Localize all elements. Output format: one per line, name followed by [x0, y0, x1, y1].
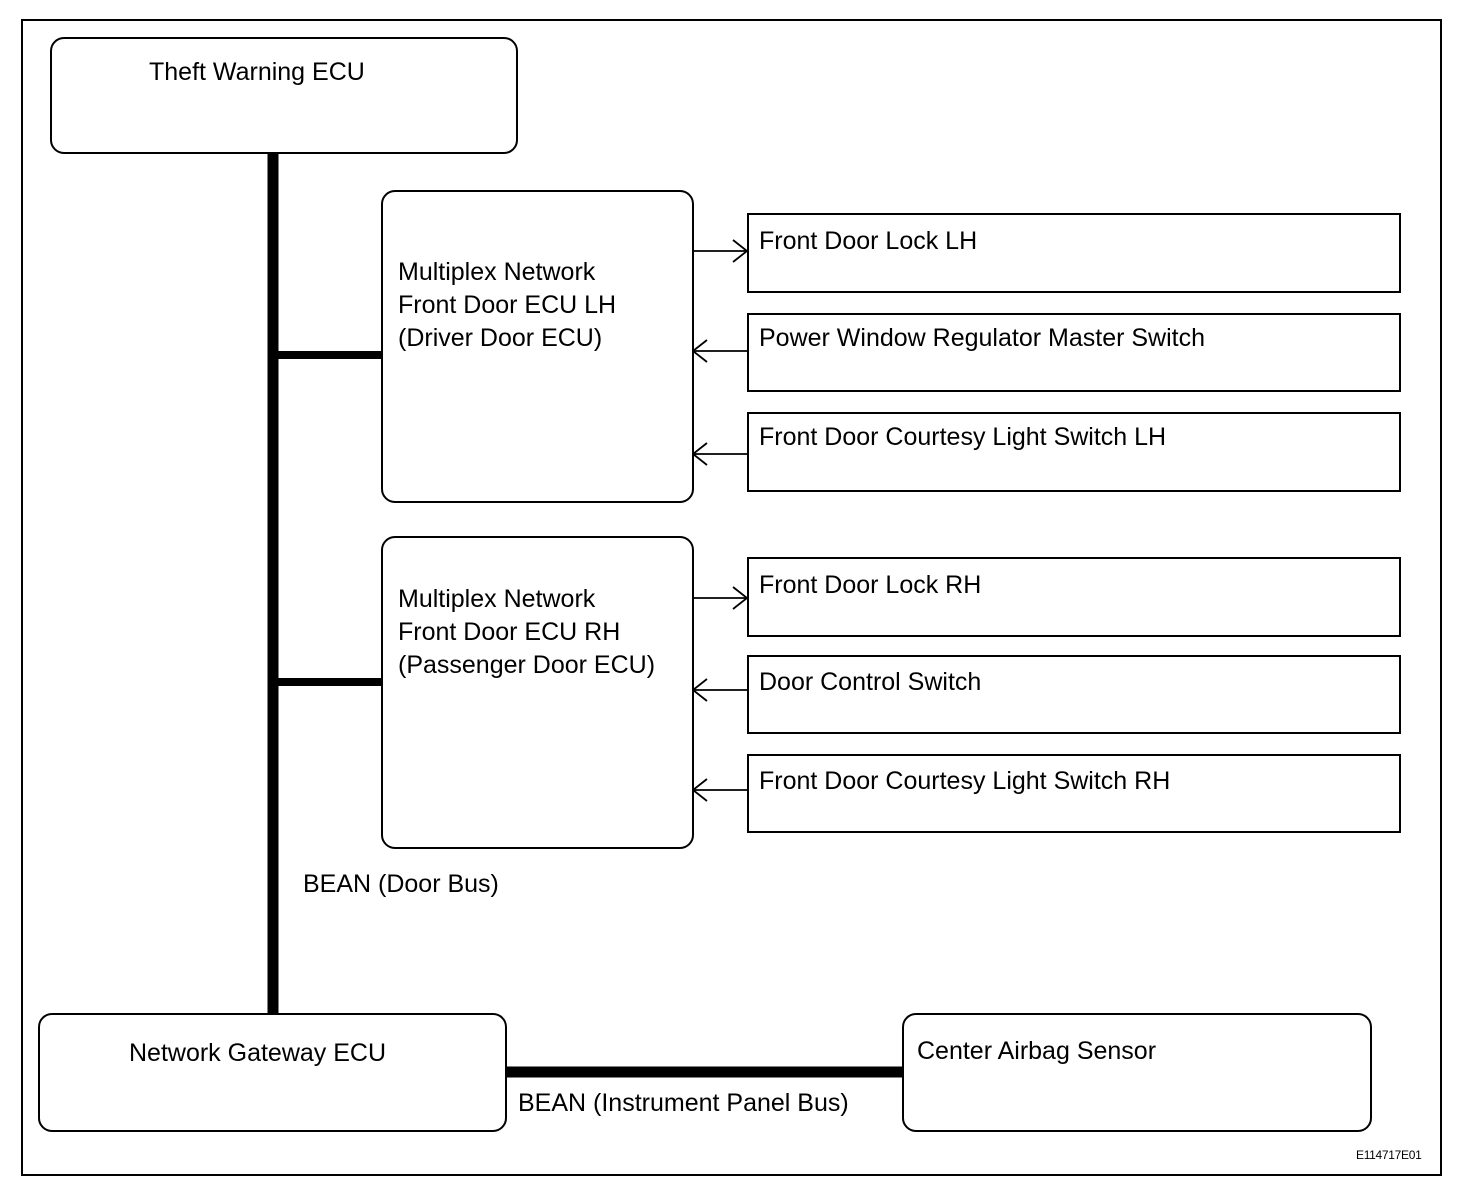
arrow-ecu-rh-to-door-lock-rh: [693, 586, 749, 610]
front-door-ecu-rh-line3: (Passenger Door ECU): [398, 651, 656, 679]
center-airbag-sensor-label: Center Airbag Sensor: [917, 1037, 1157, 1065]
figure-code: E114717E01: [1356, 1148, 1422, 1162]
door-bus-label: BEAN (Door Bus): [303, 870, 499, 898]
diagram-frame: [21, 19, 1442, 1176]
front-door-ecu-lh-line3: (Driver Door ECU): [398, 324, 603, 352]
front-door-ecu-lh-line1: Multiplex Network: [398, 258, 596, 286]
arrow-courtesy-switch-rh-to-ecu-rh: [691, 778, 747, 802]
front-door-lock-rh-label: Front Door Lock RH: [759, 571, 982, 599]
center-airbag-sensor-box: Center Airbag Sensor: [902, 1013, 1372, 1132]
front-door-lock-rh-box: Front Door Lock RH: [747, 557, 1401, 637]
front-door-ecu-rh-box: Multiplex Network Front Door ECU RH (Pas…: [381, 536, 694, 849]
front-door-ecu-rh-line1: Multiplex Network: [398, 585, 596, 613]
door-control-switch-box: Door Control Switch: [747, 655, 1401, 734]
arrow-ecu-lh-to-door-lock-lh: [693, 239, 749, 263]
courtesy-light-switch-lh-label: Front Door Courtesy Light Switch LH: [759, 423, 1167, 451]
door-control-switch-label: Door Control Switch: [759, 668, 982, 696]
courtesy-light-switch-rh-label: Front Door Courtesy Light Switch RH: [759, 767, 1171, 795]
power-window-master-switch-label: Power Window Regulator Master Switch: [759, 324, 1205, 352]
courtesy-light-switch-rh-box: Front Door Courtesy Light Switch RH: [747, 754, 1401, 833]
front-door-ecu-rh-line2: Front Door ECU RH: [398, 618, 621, 646]
network-gateway-ecu-box: Network Gateway ECU: [38, 1013, 507, 1132]
arrow-door-control-switch-to-ecu-rh: [691, 678, 747, 702]
power-window-master-switch-box: Power Window Regulator Master Switch: [747, 313, 1401, 392]
front-door-ecu-lh-box: Multiplex Network Front Door ECU LH (Dri…: [381, 190, 694, 503]
instrument-panel-bus-label: BEAN (Instrument Panel Bus): [518, 1089, 849, 1117]
theft-warning-ecu-box: Theft Warning ECU: [50, 37, 518, 154]
theft-warning-ecu-label: Theft Warning ECU: [149, 58, 365, 86]
courtesy-light-switch-lh-box: Front Door Courtesy Light Switch LH: [747, 412, 1401, 492]
arrow-courtesy-switch-lh-to-ecu-lh: [691, 442, 747, 466]
front-door-ecu-lh-line2: Front Door ECU LH: [398, 291, 617, 319]
front-door-lock-lh-label: Front Door Lock LH: [759, 227, 978, 255]
arrow-power-window-switch-to-ecu-lh: [691, 339, 747, 363]
network-gateway-ecu-label: Network Gateway ECU: [129, 1039, 387, 1067]
front-door-lock-lh-box: Front Door Lock LH: [747, 213, 1401, 293]
